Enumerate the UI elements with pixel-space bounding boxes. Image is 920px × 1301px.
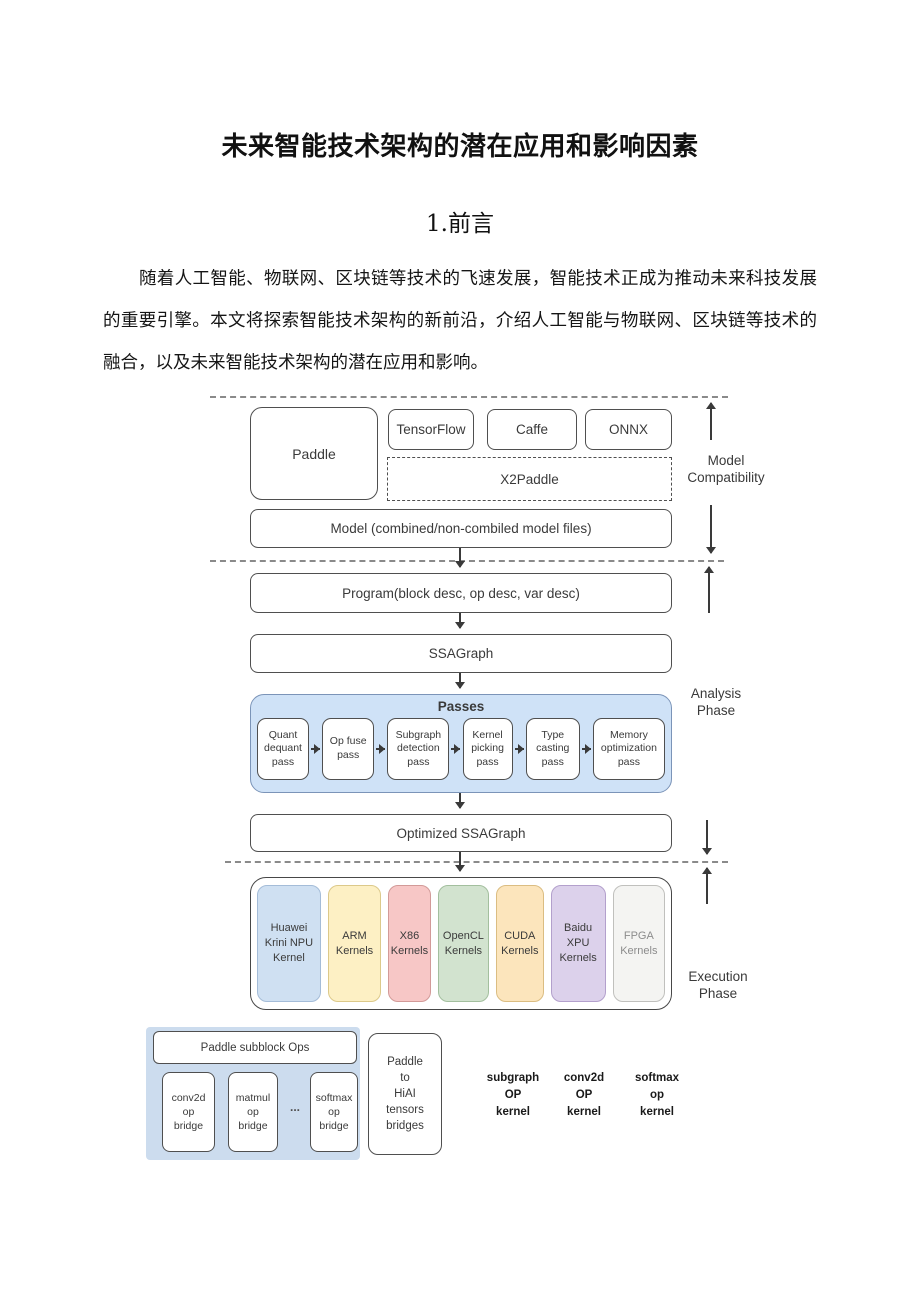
arrow-right-icon (514, 744, 524, 754)
model-box: Model (combined/non-combiled model files… (250, 509, 672, 548)
program-box: Program(block desc, op desc, var desc) (250, 573, 672, 613)
caption-softmax-op-kernel: softmax op kernel (634, 1072, 680, 1118)
caption-subgraph-op-kernel: subgraph OP kernel (486, 1072, 540, 1118)
kernel-huawei-npu: Huawei Krini NPU Kernel (257, 885, 321, 1002)
conv2d-bridge-box: conv2d op bridge (162, 1072, 215, 1152)
arrow-down-icon (455, 613, 465, 629)
kernel-arm: ARM Kernels (327, 885, 382, 1002)
caffe-box: Caffe (487, 409, 577, 450)
arrow-down-icon (706, 505, 716, 554)
kernel-x86: X86 Kernels (388, 885, 431, 1002)
pass-kernel-picking: Kernel picking pass (462, 718, 513, 780)
intro-paragraph: 随着人工智能、物联网、区块链等技术的飞速发展，智能技术正成为推动未来科技发展的重… (103, 269, 817, 373)
label-execution-phase: Execution Phase (688, 969, 748, 1001)
passes-title: Passes (437, 699, 485, 714)
arrow-down-icon (455, 852, 465, 872)
arrow-right-icon (451, 744, 461, 754)
arrow-up-icon (704, 566, 714, 613)
phase-divider-execution (225, 861, 728, 863)
arrow-down-icon (455, 673, 465, 689)
pass-subgraph-detection: Subgraph detection pass (387, 718, 450, 780)
pass-type-casting: Type casting pass (525, 718, 580, 780)
kernel-opencl: OpenCL Kernels (437, 885, 490, 1002)
arrow-up-icon (702, 867, 712, 904)
paddle-box: Paddle (250, 407, 378, 500)
arrow-up-icon (706, 402, 716, 440)
arrow-right-icon (311, 744, 321, 754)
arrow-down-icon (455, 548, 465, 568)
ellipsis-label: ... (289, 1100, 300, 1114)
arrow-down-icon (702, 820, 712, 855)
label-analysis-phase: Analysis Phase (690, 686, 742, 718)
pass-op-fuse: Op fuse pass (322, 718, 375, 780)
ssagraph-box: SSAGraph (250, 634, 672, 673)
kernel-baidu-xpu: Baidu XPU Kernels (550, 885, 606, 1002)
arrow-right-icon (376, 744, 386, 754)
passes-row: Quant dequant pass Op fuse pass Subgraph… (257, 717, 665, 781)
kernel-row: Huawei Krini NPU Kernel ARM Kernels X86 … (257, 885, 665, 1002)
optimized-ssagraph-box: Optimized SSAGraph (250, 814, 672, 852)
onnx-box: ONNX (585, 409, 672, 450)
kernel-cuda: CUDA Kernels (496, 885, 544, 1002)
pass-quant-dequant: Quant dequant pass (257, 718, 309, 780)
label-model-compatibility: Model Compatibility (687, 453, 765, 485)
softmax-bridge-box: softmax op bridge (310, 1072, 358, 1152)
phase-divider-top (210, 396, 728, 398)
caption-conv2d-op-kernel: conv2d OP kernel (563, 1072, 605, 1118)
arrow-down-icon (455, 793, 465, 809)
pass-memory-optimization: Memory optimization pass (592, 718, 665, 780)
arrow-right-icon (581, 744, 591, 754)
page-title: 未来智能技术架构的潜在应用和影响因素 (221, 132, 699, 162)
phase-divider-analysis (210, 560, 724, 562)
paddle-subblock-ops-box: Paddle subblock Ops (153, 1031, 357, 1064)
paddle-to-hiai-box: Paddle to HiAI tensors bridges (368, 1033, 442, 1155)
tensorflow-box: TensorFlow (388, 409, 474, 450)
kernel-fpga: FPGA Kernels (612, 885, 665, 1002)
matmul-bridge-box: matmul op bridge (228, 1072, 278, 1152)
section-heading: 1.前言 (426, 211, 494, 237)
x2paddle-box: X2Paddle (387, 457, 672, 501)
